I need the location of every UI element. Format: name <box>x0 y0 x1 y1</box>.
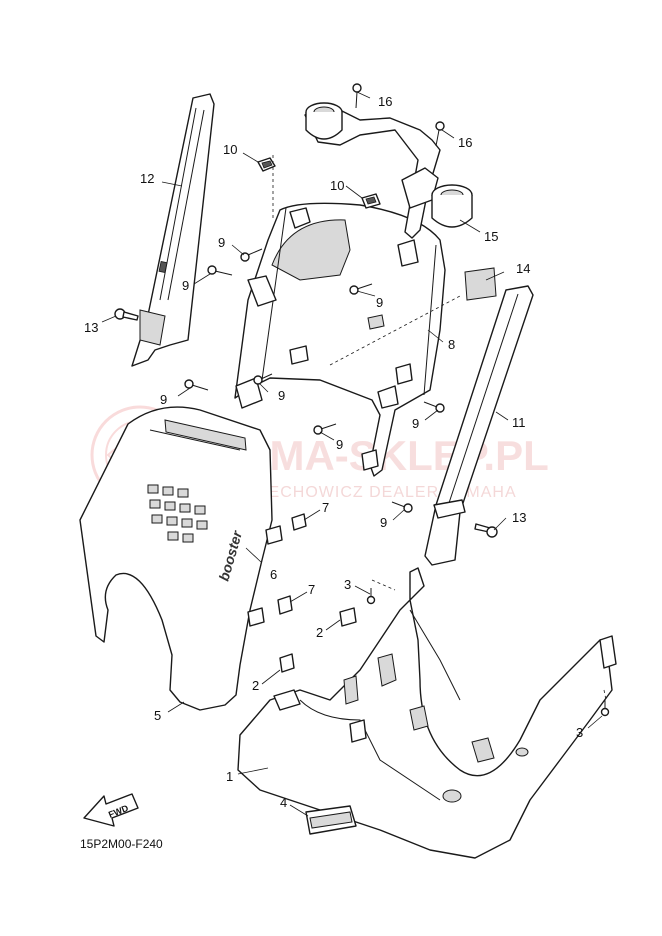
fwd-arrow-icon: FWD <box>83 793 139 827</box>
callout-7: 7 <box>322 500 329 515</box>
screw-9b <box>207 265 233 276</box>
part-10-clip-right <box>361 193 381 209</box>
callout-13: 13 <box>512 510 526 525</box>
callout-8: 8 <box>448 337 455 352</box>
callout-15: 15 <box>484 229 498 244</box>
callout-9: 9 <box>218 235 225 250</box>
part-16-screws <box>352 83 445 147</box>
part-9-screws <box>184 248 445 513</box>
callout-9: 9 <box>278 388 285 403</box>
callout-14: 14 <box>516 261 530 276</box>
callout-9: 9 <box>380 515 387 530</box>
screw-9a <box>240 248 263 262</box>
part-11-tube <box>424 285 534 566</box>
part-3-screws <box>366 588 610 717</box>
callout-10: 10 <box>330 178 344 193</box>
screw-9c <box>349 283 373 295</box>
cover-grille <box>147 484 208 543</box>
callout-6: 6 <box>270 567 277 582</box>
callout-9: 9 <box>160 392 167 407</box>
part-8-inner-frame <box>234 202 446 477</box>
part-2-nuts <box>279 607 357 673</box>
part-10-clip-left <box>257 157 276 172</box>
callout-7: 7 <box>308 582 315 597</box>
leader-lines <box>101 91 603 817</box>
callout-13: 13 <box>84 320 98 335</box>
callout-9: 9 <box>376 295 383 310</box>
callout-2: 2 <box>316 625 323 640</box>
callout-1: 1 <box>226 769 233 784</box>
callout-2: 2 <box>252 678 259 693</box>
assembly-dash-lines <box>272 155 607 701</box>
part-12-side-strip <box>131 93 215 367</box>
part-13-bolt-right <box>474 523 498 538</box>
callout-9: 9 <box>182 278 189 293</box>
part-5-front-cover: booster <box>79 406 283 711</box>
callout-16: 16 <box>378 94 392 109</box>
callout-12: 12 <box>140 171 154 186</box>
screw-9h <box>391 501 413 513</box>
diagram-code: 15P2M00-F240 <box>80 837 163 851</box>
part-13-bolt-left <box>114 308 139 321</box>
part-15-pod <box>401 167 473 228</box>
callout-9: 9 <box>412 416 419 431</box>
part-7-clips <box>277 513 307 615</box>
part-14-label <box>464 267 497 301</box>
screw-9g <box>423 401 445 413</box>
callout-3: 3 <box>576 725 583 740</box>
callout-labels: 10 10 16 16 15 12 14 8 11 13 13 9 9 9 9 … <box>84 94 583 810</box>
callout-10: 10 <box>223 142 237 157</box>
callout-16: 16 <box>458 135 472 150</box>
screw-9d <box>184 379 209 391</box>
callout-4: 4 <box>280 795 287 810</box>
screw-9e <box>253 373 273 385</box>
callout-9: 9 <box>336 437 343 452</box>
callout-5: 5 <box>154 708 161 723</box>
part-4-small-cover <box>305 805 357 835</box>
callout-3: 3 <box>344 577 351 592</box>
part-1-floor-panel <box>237 567 617 859</box>
part-16-upper-bracket <box>304 102 441 239</box>
callout-11: 11 <box>512 415 526 430</box>
